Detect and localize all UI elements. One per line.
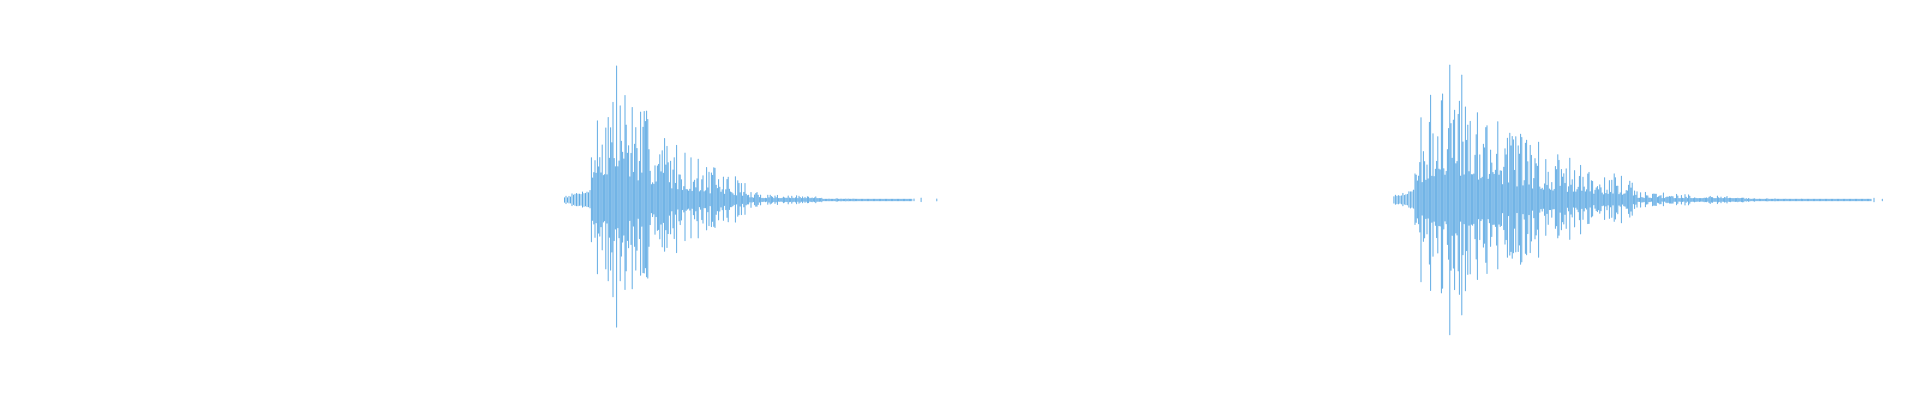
- waveform-strokes: [564, 64, 1883, 336]
